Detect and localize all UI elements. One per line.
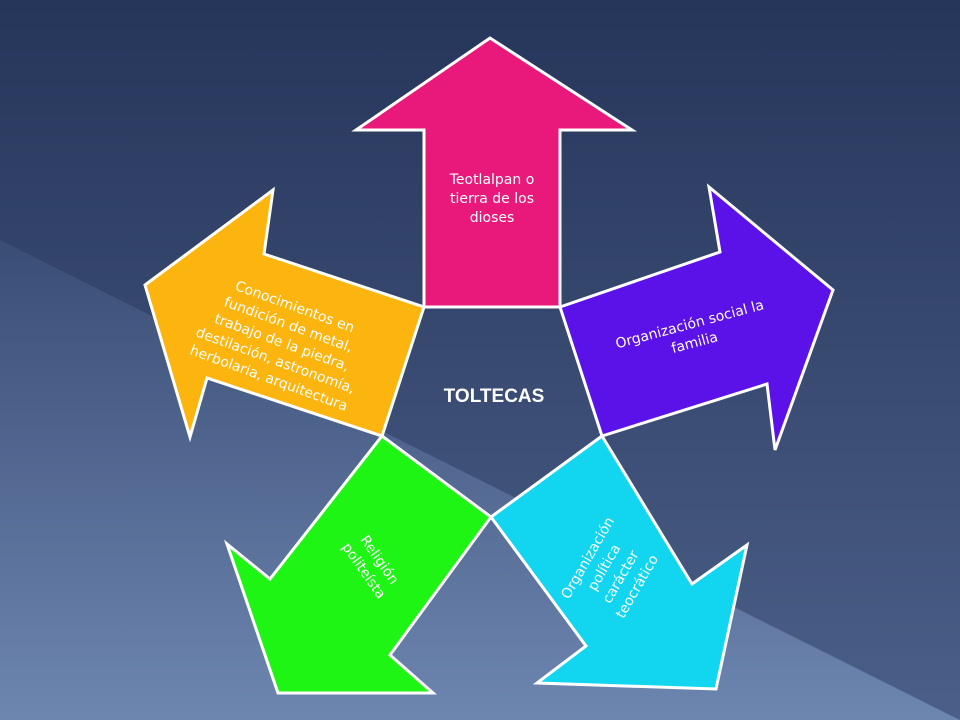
arrow-top	[351, 36, 638, 309]
arrow-bottom-left	[223, 433, 494, 695]
arrow-label-line: Teotlalpan o	[449, 172, 535, 188]
arrow-bottom-right	[488, 433, 750, 691]
arrow-label-line: dioses	[470, 210, 515, 226]
center-label: TOLTECAS	[444, 386, 545, 407]
label-top: Teotlalpan o tierra de los dioses	[449, 172, 535, 226]
arrow-left	[143, 186, 426, 443]
arrow-label-line: tierra de los	[450, 191, 534, 207]
arrow-right	[558, 183, 835, 451]
